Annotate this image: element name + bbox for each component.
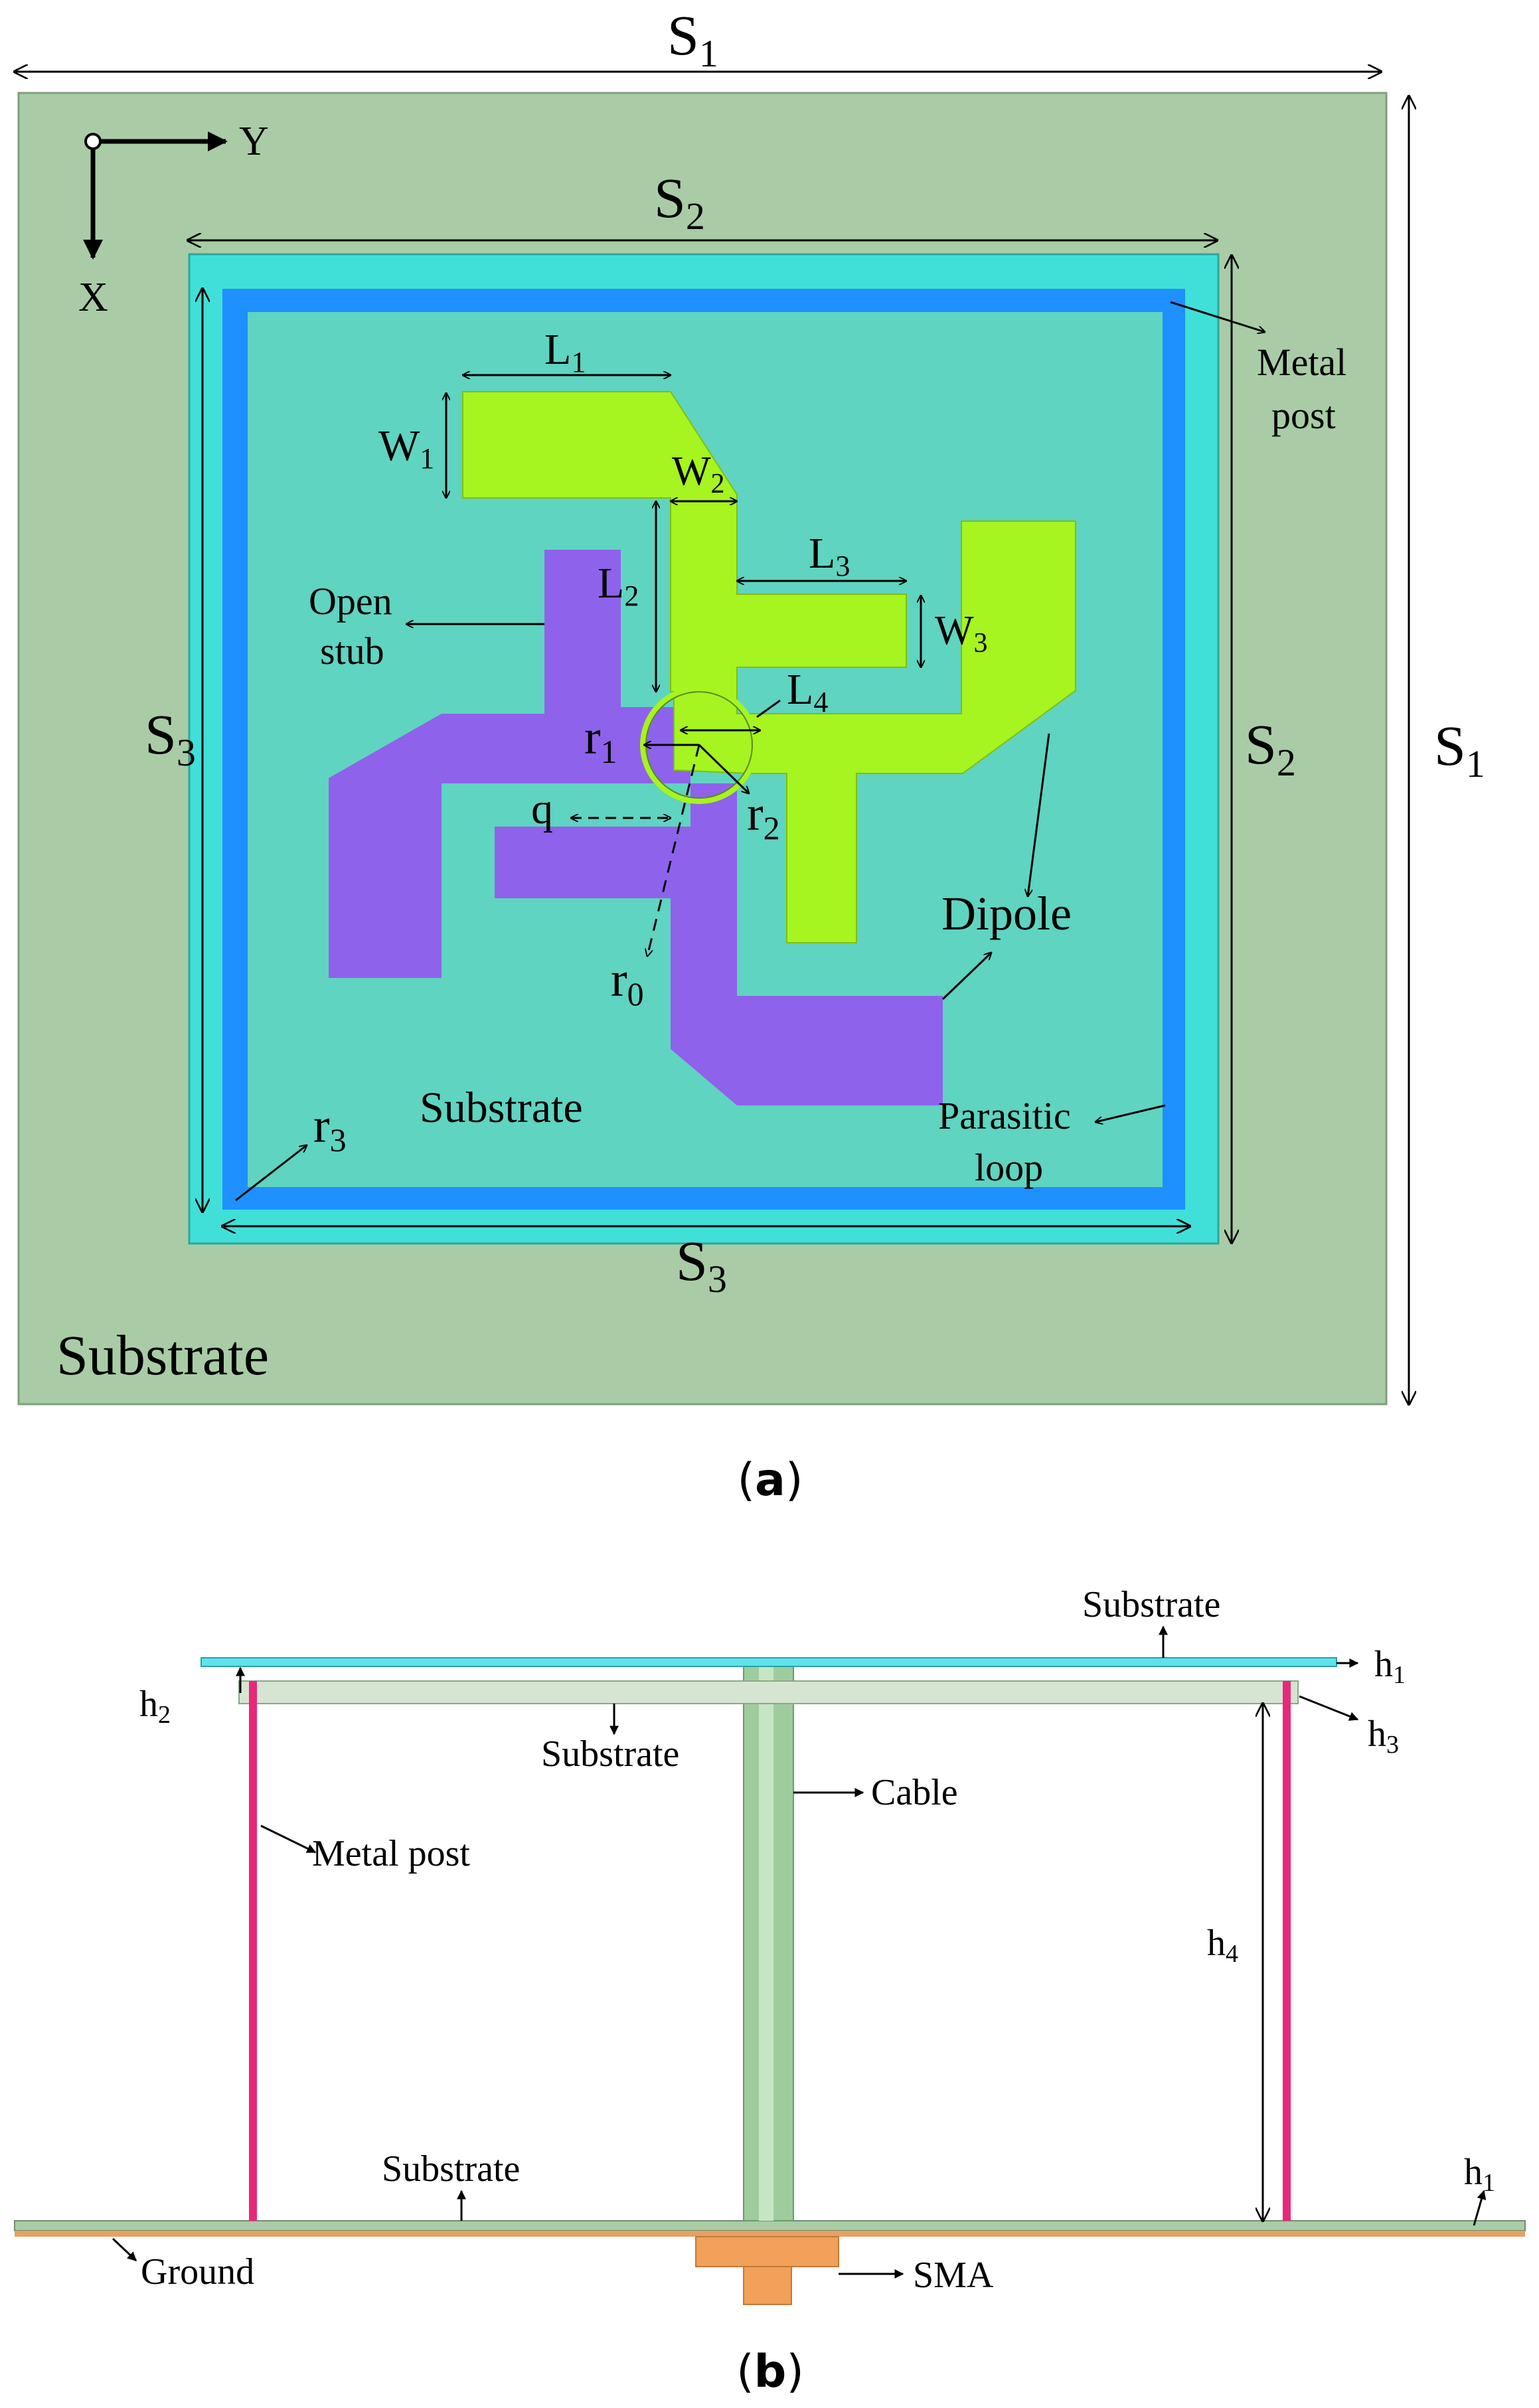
ground-leader (112, 2237, 137, 2262)
metal-post-label-2: post (1271, 394, 1336, 437)
q-label: q (531, 785, 553, 833)
open-stub-label-2: stub (320, 629, 384, 673)
caption-a: (a) (738, 1454, 803, 1506)
purple-stub (495, 707, 943, 1105)
purple-arm (329, 550, 690, 978)
sma-label: SMA (913, 2255, 994, 2296)
r3-label: r3 (313, 1099, 347, 1159)
w1-label: W1 (378, 422, 434, 475)
l3-label: L3 (809, 529, 850, 582)
panel-a: Y X (15, 3, 1485, 1506)
l4-label: L4 (787, 665, 828, 718)
s1-right-label: S1 (1434, 714, 1485, 785)
s3-left-label: S3 (145, 702, 196, 774)
substrate-top-label: Substrate (1082, 1584, 1220, 1625)
coordinate-axes: Y X (78, 119, 269, 320)
inner-substrate-label: Substrate (420, 1084, 583, 1132)
h2-label: h2 (139, 1684, 171, 1729)
h4-label: h4 (1207, 1923, 1238, 1968)
substrate-mid-label: Substrate (541, 1733, 679, 1775)
h1-bottom-label: h1 (1464, 2152, 1495, 2197)
metal-post-leader-b (260, 1824, 317, 1854)
ground-substrate (14, 2220, 1526, 2231)
dipole-label: Dipole (941, 887, 1072, 940)
metal-post-leader (1170, 301, 1265, 332)
dimension-lines (15, 72, 1409, 1404)
cable-highlight (759, 1666, 773, 2221)
annotations-b: Substrate Substrate Cable Metal post Sub… (139, 1584, 1495, 2296)
r1-label: r1 (584, 710, 617, 770)
s1-top-label: S1 (667, 3, 718, 75)
dipole-leader-2 (941, 953, 991, 1001)
r2-label: r2 (747, 787, 780, 846)
s3-bottom-label: S3 (676, 1229, 727, 1301)
ground-label: Ground (141, 2251, 254, 2292)
open-stub-label-1: Open (309, 580, 392, 623)
w3-label: W3 (935, 608, 988, 659)
top-substrate (201, 1657, 1337, 1667)
metal-post-right (1283, 1681, 1291, 2221)
r0-line (647, 744, 700, 956)
sma-connector-pin (743, 2266, 792, 2305)
parasitic-loop-label-2: loop (975, 1146, 1043, 1189)
axis-y-label: Y (239, 119, 269, 164)
middle-substrate (238, 1680, 1299, 1704)
substrate-bottom-label: Substrate (382, 2148, 520, 2190)
leaders-b (112, 1625, 1487, 2279)
dipole-leader (1028, 733, 1050, 896)
axis-x-label: X (78, 275, 108, 320)
r2-line (698, 744, 749, 793)
sma-connector-body (695, 2236, 839, 2267)
s2-top-label: S2 (654, 166, 705, 238)
panel-b: Substrate Substrate Cable Metal post Sub… (14, 1584, 1526, 2398)
s2-right-label: S2 (1245, 712, 1296, 784)
parasitic-loop-label-1: Parasitic (938, 1094, 1071, 1137)
feed-ring (640, 686, 758, 804)
w2-label: W2 (672, 449, 725, 499)
outer-substrate-label: Substrate (56, 1323, 269, 1387)
dimension-labels: S1 S1 S2 S2 S3 S3 L1 W1 W2 L2 L3 W3 L4 r… (145, 3, 1485, 1301)
caption-b: (b) (736, 2346, 804, 2398)
parasitic-leader (1095, 1104, 1166, 1122)
metal-post-label-1: Metal (1257, 341, 1346, 384)
h1-top-label: h1 (1374, 1644, 1406, 1689)
r3-leader (235, 1145, 307, 1202)
h3-leader (1299, 1695, 1359, 1721)
l1-label: L1 (544, 325, 586, 378)
h1-bottom-leader (1473, 2190, 1487, 2226)
l4-leader (756, 699, 781, 718)
h3-label: h3 (1368, 1714, 1399, 1759)
ground-plane (15, 2231, 1525, 2237)
cable-label: Cable (871, 1772, 958, 1813)
annotations-a: Metal post Open stub Dipole Parasitic lo… (56, 341, 1346, 1387)
metal-post-left (249, 1681, 257, 2221)
r0-label: r0 (611, 953, 644, 1012)
l2-label: L2 (598, 559, 639, 612)
metal-post-label-b: Metal post (312, 1833, 470, 1874)
